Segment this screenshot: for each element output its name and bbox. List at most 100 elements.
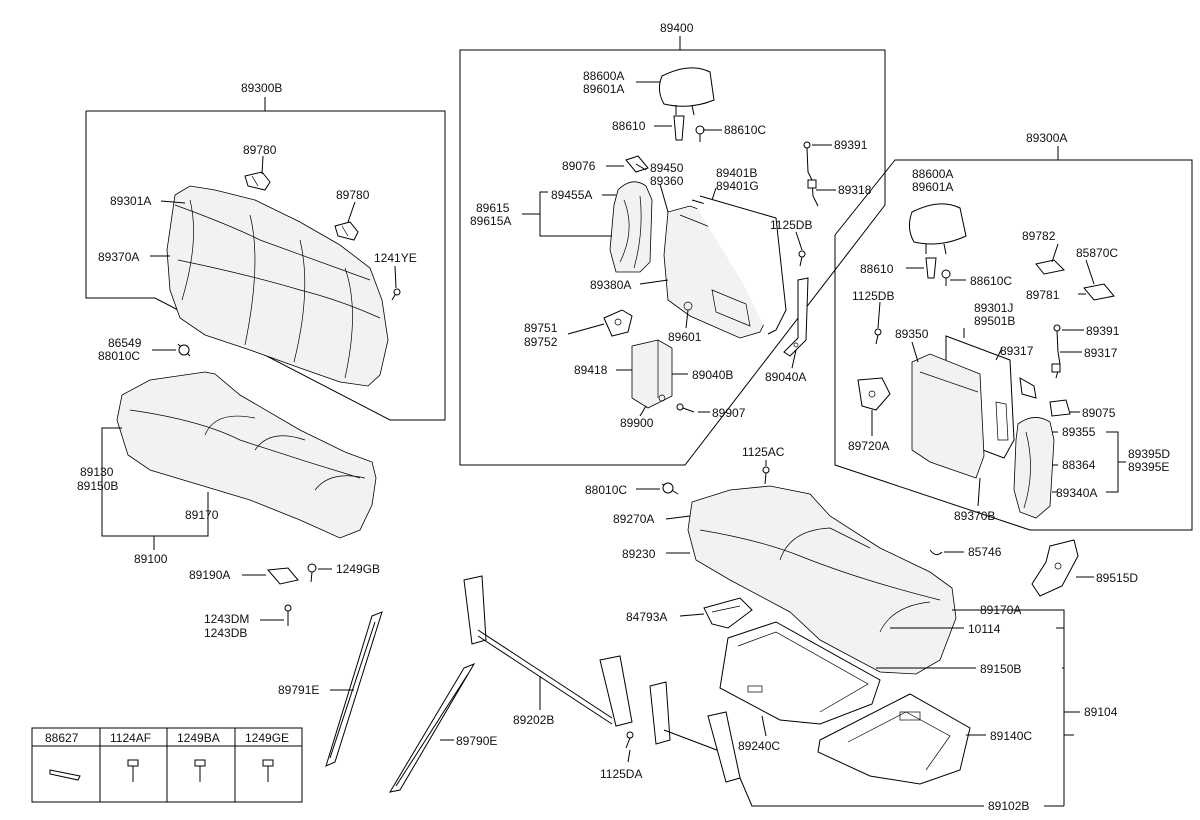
label-89391-right: 89391 — [1086, 324, 1120, 338]
cable-89391-right — [1051, 324, 1061, 379]
bolt-1249gb — [307, 563, 317, 583]
pocket-89418 — [631, 339, 673, 409]
label-89170: 89170 — [185, 508, 219, 522]
group-frame-89300b — [85, 110, 446, 421]
headrest-guide-right — [925, 257, 937, 279]
legend-header-88627: 88627 — [45, 731, 79, 745]
rod-89202b — [463, 575, 633, 727]
headrest-guide-clip-left-a — [244, 171, 271, 191]
label-89907: 89907 — [712, 406, 746, 420]
label-89791e: 89791E — [278, 683, 319, 697]
leader-lines — [101, 81, 1126, 807]
label-89615: 89615 — [476, 201, 510, 215]
hinge-89720a — [857, 377, 891, 411]
label-89751: 89751 — [524, 321, 558, 335]
label-89782: 89782 — [1022, 229, 1056, 243]
label-88610-right: 88610 — [860, 262, 894, 276]
label-89601a-right: 89601A — [912, 180, 953, 194]
headrest-guide-clip-left-b — [334, 221, 359, 241]
label-89455a: 89455A — [551, 188, 592, 202]
bolt-1243dm — [284, 604, 292, 626]
label-85746: 85746 — [968, 545, 1002, 559]
label-89370a: 89370A — [98, 250, 139, 264]
group-frame-89300a — [834, 159, 1193, 531]
seat-cushion-left — [116, 371, 377, 539]
screw-88010c-mid — [661, 482, 679, 495]
label-89140c: 89140C — [990, 729, 1032, 743]
rear-seatback-cover-left — [166, 185, 389, 387]
strap-89790e — [388, 662, 476, 793]
label-89900: 89900 — [620, 416, 654, 430]
label-89130: 89130 — [80, 465, 114, 479]
label-88364: 88364 — [1062, 458, 1096, 472]
bolt-89907 — [676, 403, 695, 413]
headrest-guide-lock-right — [941, 269, 951, 286]
headrest-center — [658, 67, 715, 116]
label-10114: 10114 — [968, 622, 1001, 636]
label-89040b: 89040B — [692, 368, 733, 382]
label-89301a: 89301A — [110, 194, 151, 208]
pin-88627-icon — [49, 769, 81, 781]
label-89150b-right: 89150B — [980, 662, 1021, 676]
label-89780-a: 89780 — [243, 143, 277, 157]
label-89270a: 89270A — [613, 512, 654, 526]
label-1125db-center: 1125DB — [770, 218, 812, 232]
label-88600a-center: 88600A — [583, 69, 624, 83]
label-89790e: 89790E — [456, 734, 497, 748]
label-89102b: 89102B — [988, 799, 1029, 813]
bolt-1125db-right — [874, 328, 882, 345]
label-89615a: 89615A — [470, 214, 511, 228]
label-89601a-center: 89601A — [583, 82, 624, 96]
label-89355: 89355 — [1062, 425, 1096, 439]
label-89380a: 89380A — [590, 278, 631, 292]
legend-header-1249ge: 1249GE — [245, 731, 289, 745]
label-88610-center: 88610 — [612, 119, 646, 133]
clip-89782 — [1035, 259, 1066, 275]
label-85870c: 85870C — [1076, 246, 1118, 260]
label-1241ye: 1241YE — [374, 251, 417, 265]
label-1243db: 1243DB — [204, 626, 247, 640]
label-1243dm: 1243DM — [204, 612, 249, 626]
label-89391-center: 89391 — [834, 138, 868, 152]
part-labels: 89300B 89780 89301A 89780 89370A 1241YE … — [77, 21, 1170, 813]
fastener-legend-table: 88627 1124AF 1249BA 1249GE — [31, 727, 303, 803]
legend-header-1249ba: 1249BA — [177, 731, 220, 745]
label-89752: 89752 — [524, 335, 558, 349]
label-88610c-right: 88610C — [970, 274, 1012, 288]
bolt-1125da — [625, 731, 634, 749]
bolt-1125db-center — [798, 250, 806, 267]
armrest-89340a — [1013, 417, 1055, 519]
legend-header-1124af: 1124AF — [110, 731, 151, 745]
label-89317-b: 89317 — [1084, 346, 1118, 360]
label-89350: 89350 — [895, 327, 929, 341]
label-1249gb: 1249GB — [336, 562, 380, 576]
label-89202b: 89202B — [513, 713, 554, 727]
label-89301j: 89301J — [974, 301, 1013, 315]
label-89340a: 89340A — [1056, 486, 1097, 500]
bolt-1241ye — [391, 288, 401, 301]
headrest-right — [908, 203, 967, 255]
label-89601: 89601 — [668, 330, 702, 344]
screw-86549 — [177, 343, 191, 357]
label-84793a: 84793A — [626, 610, 667, 624]
seatback-frame-center — [663, 195, 787, 339]
label-89190a: 89190A — [189, 568, 230, 582]
bracket-89102b — [649, 681, 741, 783]
label-88010c-mid: 88010C — [585, 483, 627, 497]
seatback-frame-right — [911, 335, 1015, 479]
ring-85746 — [929, 549, 943, 556]
label-89075: 89075 — [1082, 406, 1116, 420]
label-88600a-right: 88600A — [912, 167, 953, 181]
bracket-89040a — [783, 277, 809, 357]
bolt-1249ba-icon — [194, 759, 206, 782]
latch-89751 — [603, 309, 633, 337]
label-89781: 89781 — [1026, 288, 1060, 302]
bolt-1125ac — [762, 466, 770, 485]
clip-89781 — [1083, 283, 1115, 301]
label-89300a: 89300A — [1026, 131, 1067, 145]
label-89317-a: 89317 — [1000, 344, 1034, 358]
headrest-guide-lock-center — [695, 125, 705, 142]
bolt-1249ge-icon — [262, 759, 274, 782]
label-1125ac: 1125AC — [742, 445, 785, 459]
seat-cushion-hook-89190a — [266, 567, 299, 585]
